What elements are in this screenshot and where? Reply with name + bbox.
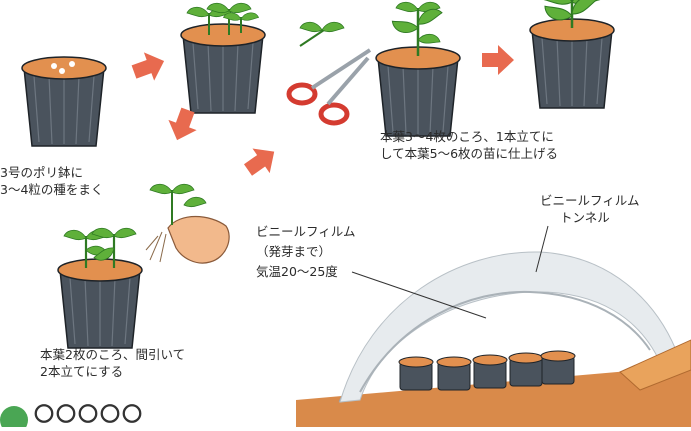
pot-two-plants: [57, 227, 143, 349]
tunnel-leader-line: [535, 225, 549, 273]
arrow-sow-to-sprout: [128, 46, 170, 87]
caption-single-plant: 本葉3〜4枚のころ、1本立てに して本葉5〜6枚の苗に仕上げる: [380, 129, 559, 161]
pot-single-plant: [375, 1, 461, 137]
pot-sowing: [21, 56, 107, 147]
section-badge: [0, 406, 28, 431]
caption-tunnel: ビニールフィルム トンネル: [540, 193, 640, 225]
scissors-icon: [286, 48, 372, 126]
cut-seedling: [299, 21, 345, 47]
caption-sowing: 3号のポリ鉢に 3〜4粒の種をまく: [0, 165, 104, 197]
tunnel-scene: [296, 251, 691, 427]
pot-sprouts: [180, 2, 266, 114]
bottom-heading-partial: 〇〇〇〇〇: [34, 402, 144, 426]
film-leader-line: [351, 271, 487, 319]
pot-finished-seedling: [529, 0, 615, 109]
caption-film: ビニールフィルム （発芽まで） 気温20〜25度: [256, 224, 356, 279]
tunnel-pots: [398, 350, 576, 391]
arrow-single-to-finished: [482, 45, 514, 75]
hand-pulling-seedling: [145, 183, 230, 264]
caption-thinning: 本葉2枚のころ、間引いて 2本立てにする: [40, 347, 186, 379]
arrow-thin-to-single: [239, 139, 283, 183]
